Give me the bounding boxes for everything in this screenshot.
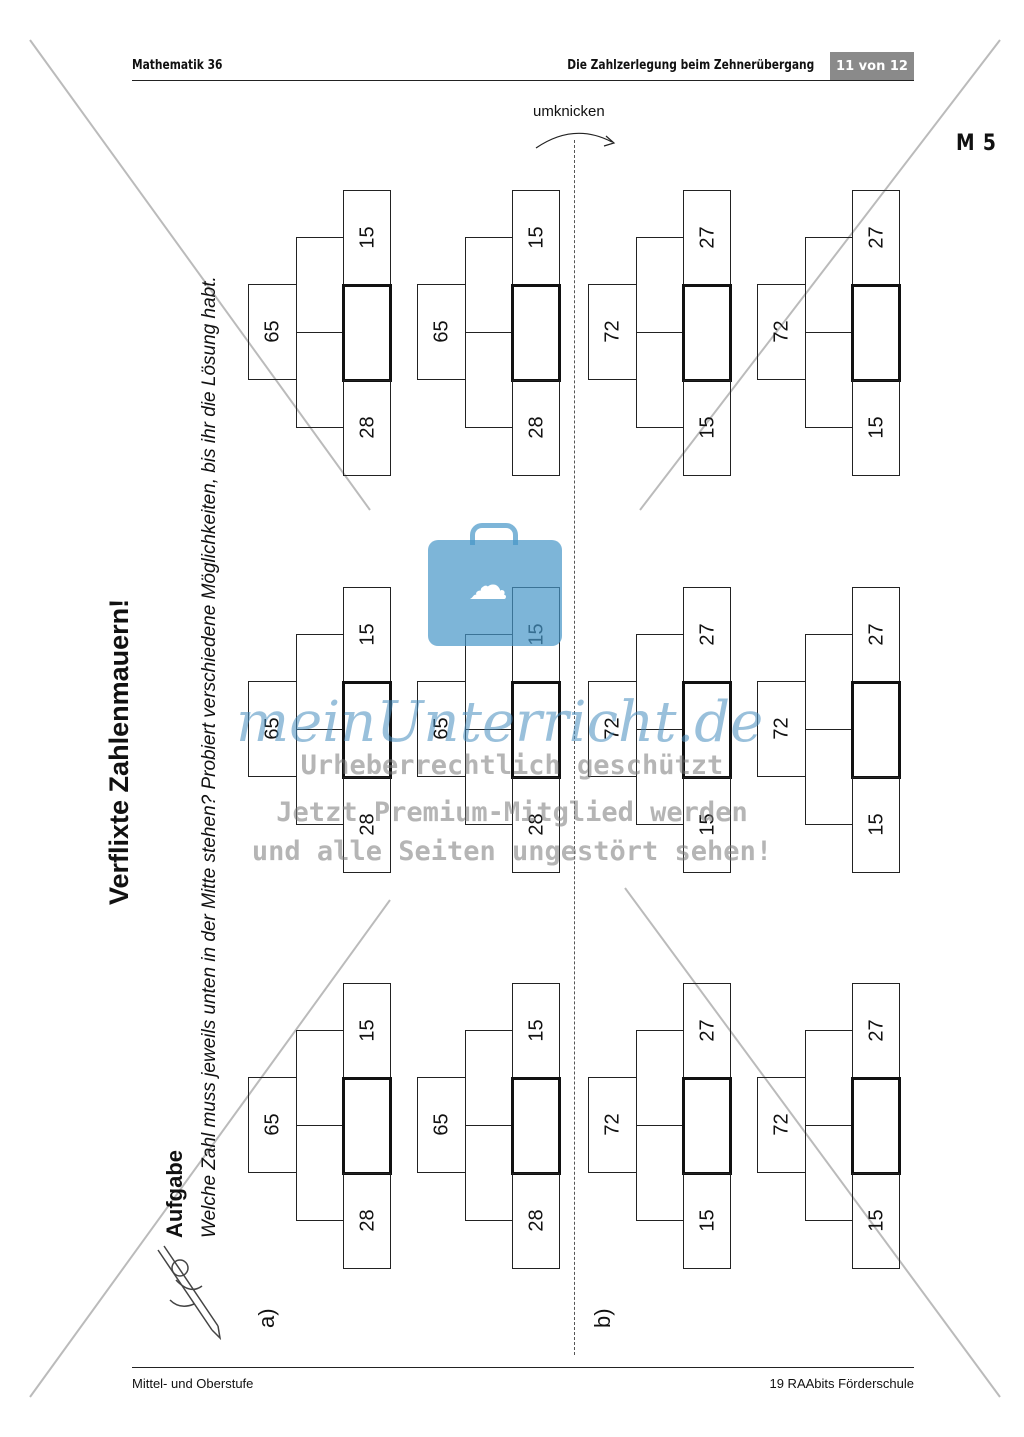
wall-left-number: 15 xyxy=(865,1209,888,1232)
wall-bottom-left-block xyxy=(683,777,731,873)
header-title: Die Zahlzerlegung beim Zehnerübergang xyxy=(566,58,814,73)
wall-bottom-left-block xyxy=(852,1173,900,1269)
wall-answer-box[interactable] xyxy=(682,284,732,382)
fold-arrow-icon xyxy=(535,132,616,149)
wall-middle-block xyxy=(465,1125,513,1221)
wall-middle-block xyxy=(805,1125,853,1221)
wall-middle-block xyxy=(296,237,344,333)
wall-right-number: 27 xyxy=(865,623,888,646)
wall-bottom-left-block xyxy=(512,777,560,873)
wall-bottom-left-block xyxy=(852,380,900,476)
wall-middle-block xyxy=(636,1125,684,1221)
watermark-line2: Jetzt Premium-Mitglied werden xyxy=(276,797,748,828)
wall-bottom-left-block xyxy=(683,380,731,476)
briefcase-icon xyxy=(428,540,562,646)
wall-middle-block xyxy=(296,1030,344,1126)
wall-middle-block xyxy=(805,237,853,333)
wall-answer-box[interactable] xyxy=(342,1077,392,1175)
cloud-icon: ☁ xyxy=(468,563,508,609)
header-rule xyxy=(132,80,914,81)
wall-bottom-left-block xyxy=(343,777,391,873)
wall-left-number: 15 xyxy=(696,1209,719,1232)
wall-right-number: 15 xyxy=(525,226,548,249)
part-a-label: a) xyxy=(254,1308,279,1328)
wall-top-number: 72 xyxy=(601,320,624,343)
wall-left-number: 28 xyxy=(525,416,548,439)
pencil-figure-icon xyxy=(157,1245,222,1340)
wall-answer-box[interactable] xyxy=(682,1077,732,1175)
material-code: M 5 xyxy=(956,131,997,156)
watermark-line3: und alle Seiten ungestört sehen! xyxy=(251,836,773,867)
wall-bottom-left-block xyxy=(512,1173,560,1269)
wall-right-number: 15 xyxy=(525,1019,548,1042)
wall-answer-box[interactable] xyxy=(851,284,901,382)
footer-level: Mittel- und Oberstufe xyxy=(132,1376,254,1391)
fold-label: umknicken xyxy=(533,103,605,120)
wall-middle-block xyxy=(805,634,853,730)
wall-top-number: 65 xyxy=(261,1113,284,1136)
wall-middle-block xyxy=(296,1125,344,1221)
wall-top-number: 72 xyxy=(601,1113,624,1136)
header-subject: Mathematik 36 xyxy=(132,58,223,73)
wall-middle-block xyxy=(465,1030,513,1126)
wall-left-number: 15 xyxy=(865,416,888,439)
wall-bottom-left-block xyxy=(343,1173,391,1269)
wall-bottom-left-block xyxy=(512,380,560,476)
wall-answer-box[interactable] xyxy=(511,284,561,382)
wall-top-number: 65 xyxy=(261,320,284,343)
wall-answer-box[interactable] xyxy=(342,284,392,382)
wall-top-number: 72 xyxy=(770,320,793,343)
wall-left-number: 15 xyxy=(696,416,719,439)
watermark-logo: meinUnterricht.de xyxy=(236,690,764,755)
wall-bottom-left-block xyxy=(343,380,391,476)
wall-right-number: 15 xyxy=(356,1019,379,1042)
wall-right-number: 27 xyxy=(696,623,719,646)
task-label: Aufgabe xyxy=(162,1150,187,1238)
wall-middle-block xyxy=(636,237,684,333)
wall-answer-box[interactable] xyxy=(511,1077,561,1175)
briefcase-handle-icon xyxy=(470,523,518,545)
wall-left-number: 28 xyxy=(356,1209,379,1232)
wall-middle-block xyxy=(805,1030,853,1126)
wall-right-number: 15 xyxy=(356,623,379,646)
wall-middle-block xyxy=(636,1030,684,1126)
watermark-line1: Urheberrechtlich geschützt xyxy=(300,750,724,781)
wall-answer-box[interactable] xyxy=(851,1077,901,1175)
wall-middle-block xyxy=(805,332,853,428)
page-number: 11 von 12 xyxy=(830,52,914,80)
wall-top-number: 65 xyxy=(430,320,453,343)
wall-left-number: 28 xyxy=(525,1209,548,1232)
wall-right-number: 27 xyxy=(696,1019,719,1042)
wall-right-number: 15 xyxy=(356,226,379,249)
wall-bottom-left-block xyxy=(852,777,900,873)
wall-right-number: 27 xyxy=(865,1019,888,1042)
wall-middle-block xyxy=(465,332,513,428)
wall-top-number: 72 xyxy=(770,1113,793,1136)
footer-series: 19 RAAbits Förderschule xyxy=(769,1376,914,1391)
part-b-label: b) xyxy=(590,1308,615,1328)
wall-bottom-left-block xyxy=(683,1173,731,1269)
wall-right-number: 27 xyxy=(696,226,719,249)
wall-top-number: 65 xyxy=(430,1113,453,1136)
footer-rule xyxy=(132,1367,914,1368)
wall-right-number: 27 xyxy=(865,226,888,249)
wall-middle-block xyxy=(296,332,344,428)
wall-left-number: 28 xyxy=(356,416,379,439)
wall-middle-block xyxy=(636,332,684,428)
fold-line xyxy=(574,140,575,1355)
wall-middle-block xyxy=(465,237,513,333)
